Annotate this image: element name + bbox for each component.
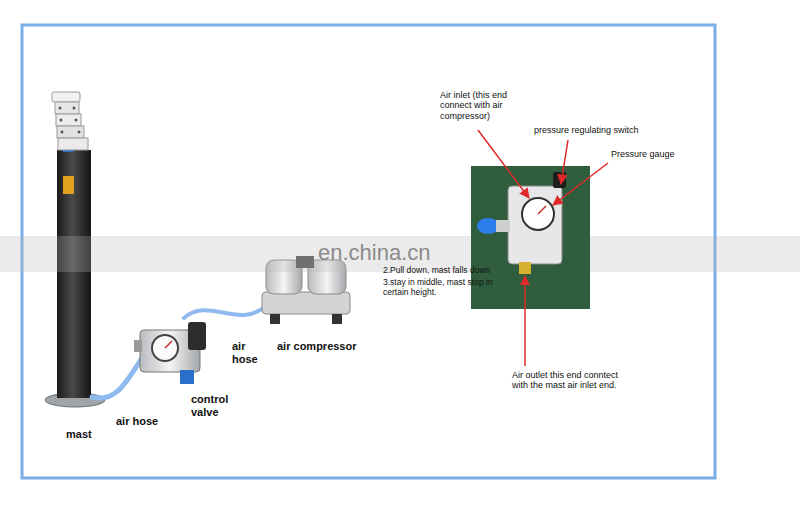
note: 2.Pull down, mast falls down (383, 266, 490, 276)
watermark: en.china.cn (318, 240, 431, 265)
part-label: air hose (116, 415, 158, 428)
part-label: mast (66, 428, 92, 441)
air-hose (92, 352, 146, 398)
callout-label: Air outlet this end conntect with the ma… (512, 370, 622, 391)
valve-photo (471, 166, 590, 309)
air-hose (184, 306, 266, 318)
leader-lines (478, 130, 608, 366)
callout-label: pressure regulating switch (534, 125, 639, 135)
note: 3.stay in middle, mast stop in certain h… (383, 278, 508, 298)
callout-label: Pressure gauge (611, 149, 675, 159)
part-label: control valve (191, 393, 241, 418)
part-label: air hose (232, 340, 264, 365)
callout-label: Air inlet (this end connect with air com… (440, 90, 540, 121)
control-valve-figure (134, 322, 206, 384)
part-label: air compressor (277, 340, 356, 353)
